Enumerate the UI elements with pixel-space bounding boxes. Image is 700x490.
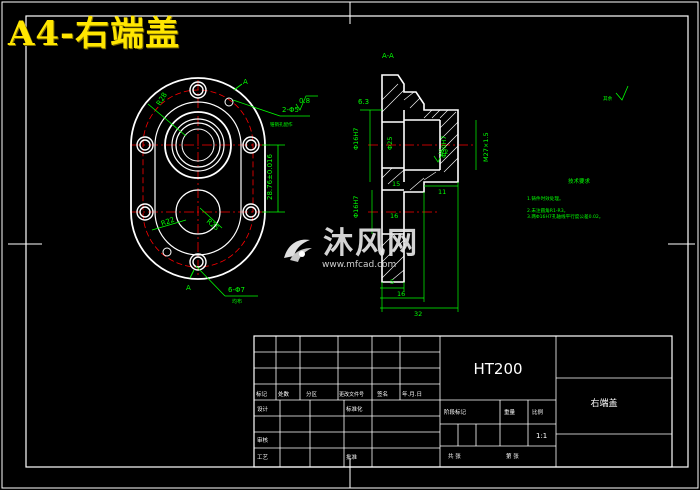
- tech-heading: 技术要求: [568, 177, 591, 185]
- dim-center-distance: 28.76±0.016: [266, 154, 274, 200]
- dim-r2: R22: [160, 216, 176, 228]
- dim-l1: 16: [390, 212, 398, 220]
- tb-row-label-4: 更改文件号: [339, 391, 364, 398]
- tb-process: 工艺: [257, 454, 269, 461]
- tb-design: 设计: [257, 405, 269, 413]
- tb-sheet-num: 第 张: [506, 452, 519, 460]
- tb-review: 审核: [257, 436, 269, 444]
- dim-d5: M27×1.5: [482, 132, 490, 162]
- front-view: R28 R22 R25 28.76±0.016 2-Φ5 锥销孔配作 0.8 6…: [130, 77, 318, 305]
- tb-standard: 标准化: [346, 405, 363, 413]
- tb-scale-value: 1:1: [536, 432, 547, 440]
- dim-holes-top: 2-Φ5: [282, 106, 299, 114]
- dim-l6: 11: [438, 188, 446, 196]
- tb-sheet-total: 共 张: [448, 452, 461, 460]
- dim-holes-bottom-note: 均布: [232, 298, 242, 305]
- dim-r1: R28: [155, 91, 169, 107]
- tb-row-label-1: 标记: [256, 390, 268, 398]
- watermark-url: www.mfcad.com: [322, 259, 397, 270]
- part-name: 右端盖: [590, 397, 617, 409]
- tb-approve: 批准: [346, 453, 358, 461]
- dim-d2: Φ25: [386, 137, 394, 150]
- tech-item-1: 1.铸件时效处理。: [527, 195, 564, 202]
- tb-row-label-2: 处数: [278, 390, 290, 398]
- tb-stage-mark: 阶段标记: [444, 408, 467, 416]
- section-marker-bottom: A: [186, 284, 191, 292]
- roughness-top: 0.8: [299, 97, 310, 105]
- dim-d4: Φ30H7: [440, 136, 448, 158]
- dim-r-small: 6.3: [358, 98, 369, 106]
- section-label: A-A: [382, 52, 394, 60]
- tb-row-label-3: 分区: [306, 390, 318, 398]
- tb-weight: 重量: [504, 408, 516, 416]
- dim-l4: 32: [414, 310, 422, 318]
- page-title: A4-右端盖: [8, 14, 181, 54]
- dim-l5: 5: [390, 278, 394, 286]
- tb-scale: 比例: [532, 408, 544, 416]
- watermark-logo-icon: [284, 239, 312, 262]
- tb-row-label-5: 签名: [377, 390, 388, 398]
- title-block: [253, 335, 673, 468]
- dim-holes-bottom: 6-Φ7: [228, 286, 245, 294]
- title-block-text: HT200 右端盖 标记 处数 分区 更改文件号 签名 年.月.日 设计 标准化…: [256, 360, 618, 461]
- watermark: 沐风网 www.mfcad.com: [280, 218, 419, 270]
- section-marker-top: A: [243, 78, 248, 86]
- dim-d3: Φ16H7: [352, 196, 360, 218]
- dim-l2: 15: [392, 180, 400, 188]
- tech-notes: 技术要求 1.铸件时效处理。 2.未注圆角R1-R3。 3.两Φ16H7孔轴线平…: [527, 85, 629, 220]
- tb-row-label-6: 年.月.日: [402, 390, 422, 398]
- section-view: A-A: [352, 52, 490, 318]
- tech-extra: 其余: [603, 95, 613, 102]
- dim-l3: 16: [397, 290, 405, 298]
- dim-holes-top-note: 锥销孔配作: [270, 121, 293, 128]
- tech-item-3: 3.两Φ16H7孔轴线平行度公差0.02。: [527, 213, 603, 220]
- material-label: HT200: [473, 360, 522, 378]
- dim-d1: Φ16H7: [352, 128, 360, 150]
- tech-item-2: 2.未注圆角R1-R3。: [527, 207, 568, 214]
- watermark-name: 沐风网: [323, 226, 420, 261]
